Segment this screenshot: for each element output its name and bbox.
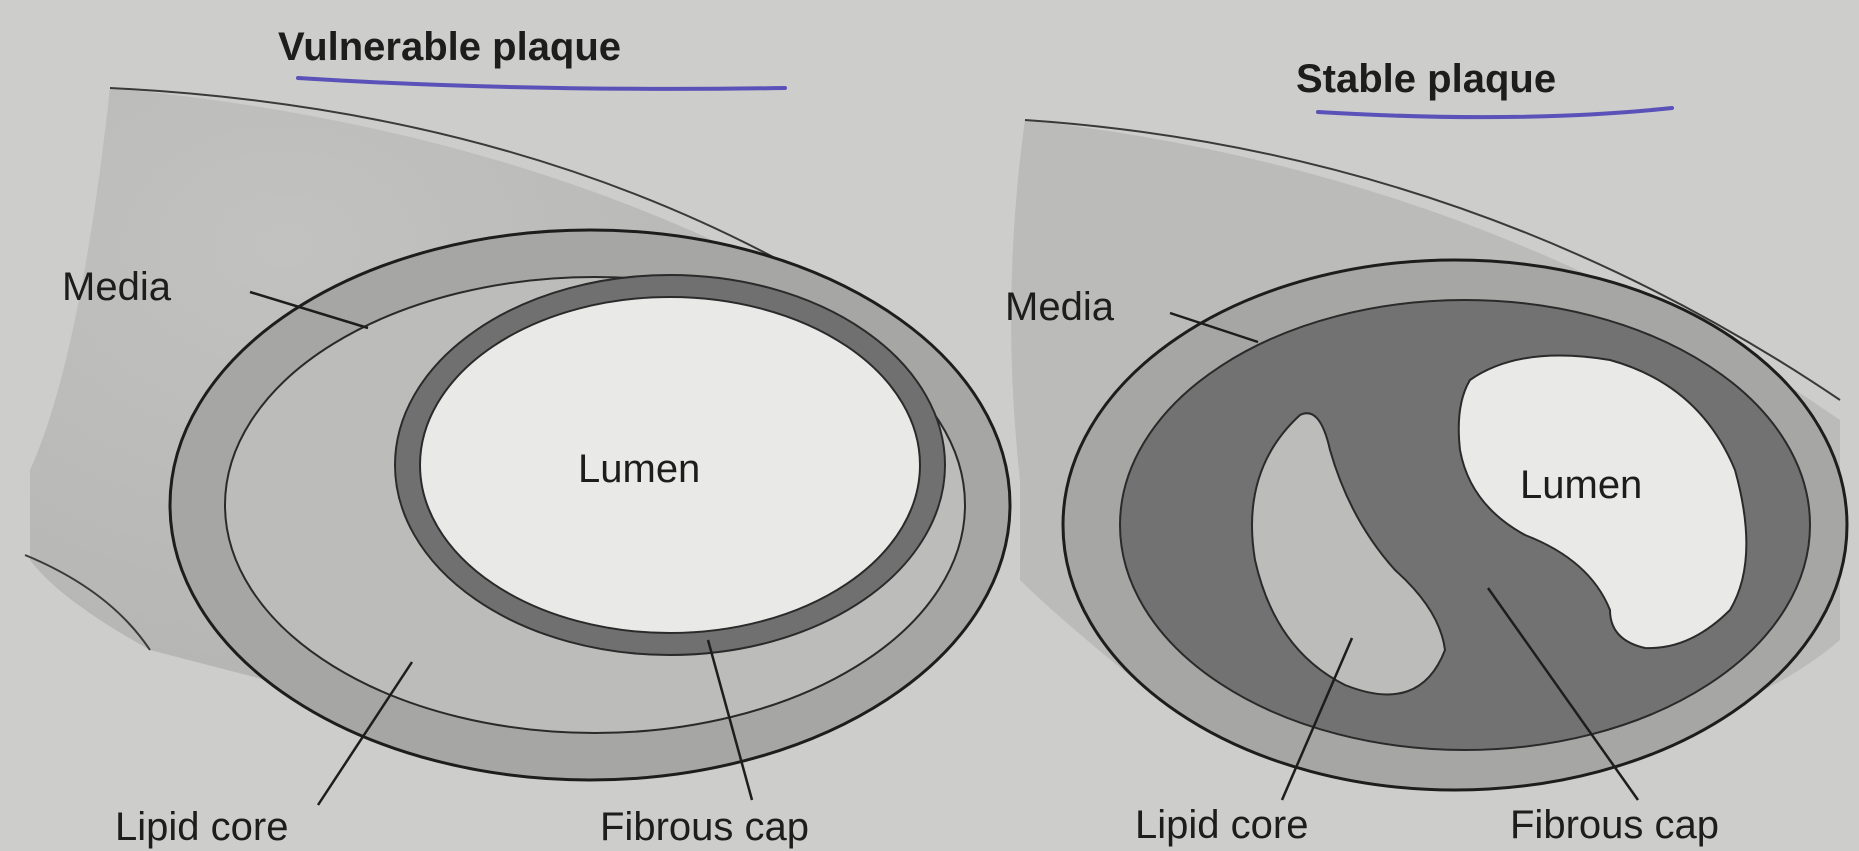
stable-lipid-core-label: Lipid core bbox=[1135, 803, 1308, 847]
stable-media-label: Media bbox=[1005, 285, 1115, 329]
vulnerable-plaque-title: Vulnerable plaque bbox=[278, 25, 621, 69]
stable-lumen-label: Lumen bbox=[1520, 463, 1642, 507]
vulnerable-title-underline bbox=[298, 78, 785, 89]
stable-plaque-diagram: Stable plaque Media Lumen Lipid core Fib… bbox=[1005, 57, 1847, 847]
vulnerable-fibrous-cap-label: Fibrous cap bbox=[600, 805, 809, 849]
vulnerable-lipid-core-label: Lipid core bbox=[115, 805, 288, 849]
stable-plaque-title: Stable plaque bbox=[1296, 57, 1556, 101]
stable-fibrous-cap-label: Fibrous cap bbox=[1510, 803, 1719, 847]
vulnerable-plaque-diagram: Vulnerable plaque Media Lumen Lipid core… bbox=[25, 25, 1010, 849]
stable-title-underline bbox=[1318, 108, 1672, 117]
vulnerable-lumen-label: Lumen bbox=[578, 447, 700, 491]
vulnerable-media-label: Media bbox=[62, 265, 172, 309]
